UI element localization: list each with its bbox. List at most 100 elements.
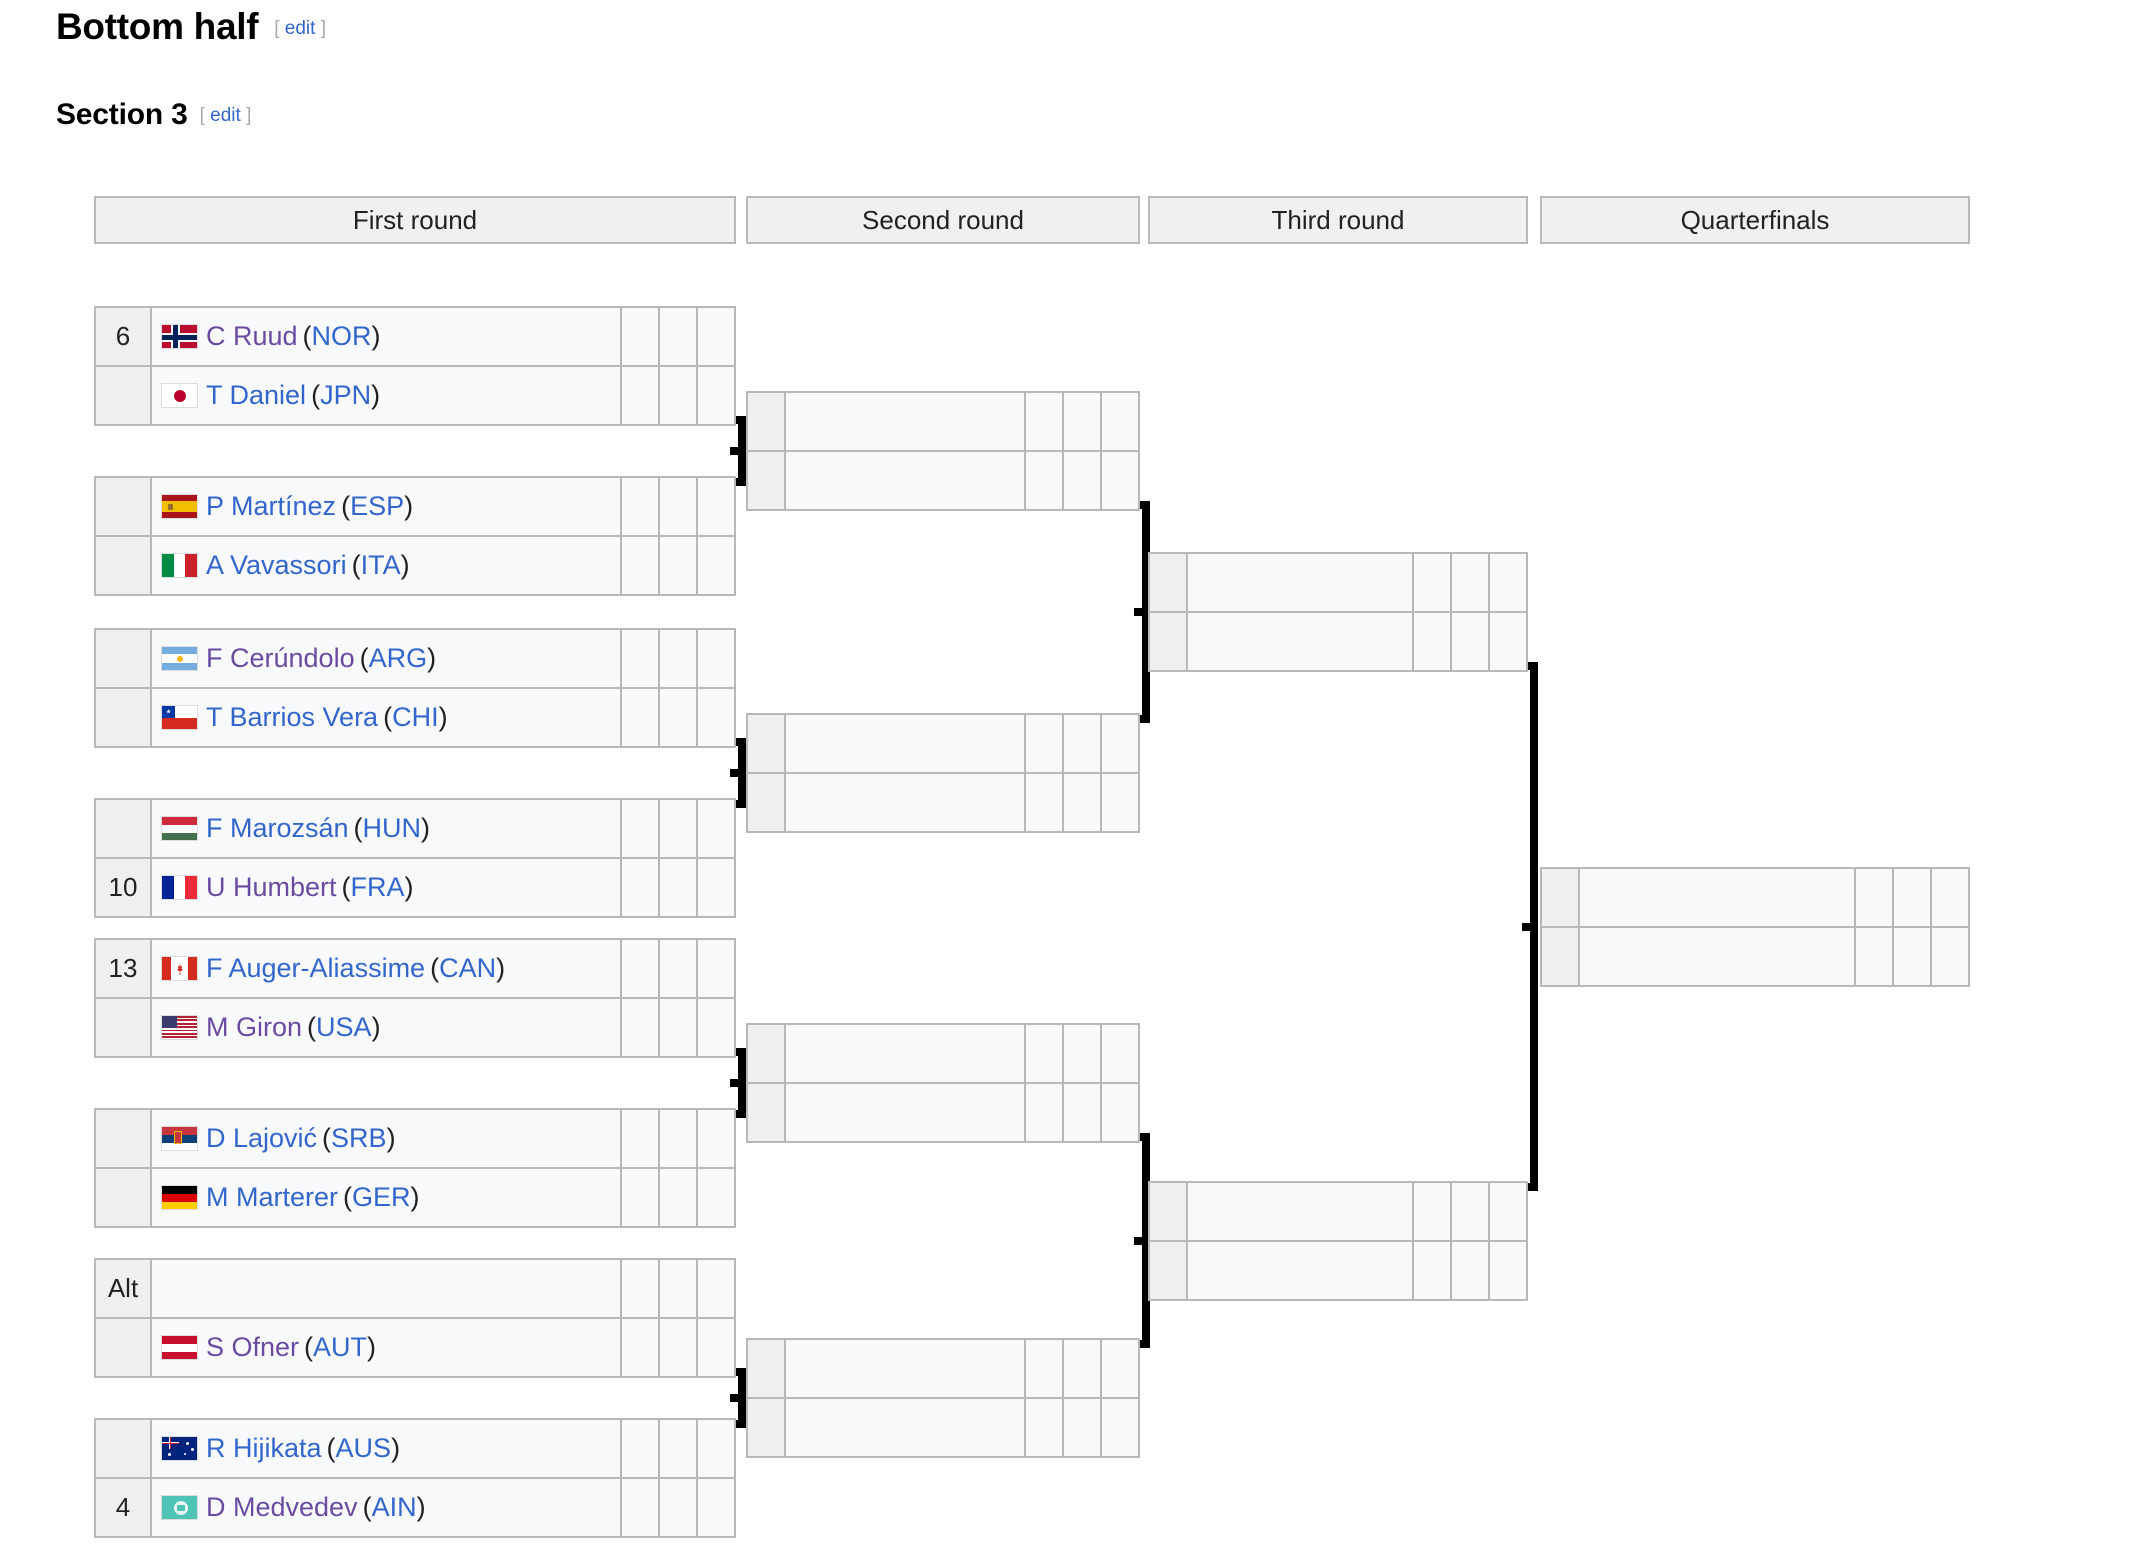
country-link[interactable]: ARG <box>368 643 428 673</box>
seed-cell <box>96 537 152 594</box>
score-cell-set-1 <box>620 689 658 746</box>
seed-cell: Alt <box>96 1260 152 1317</box>
country-link[interactable]: USA <box>316 1012 372 1042</box>
player-link[interactable]: F Auger-Aliassime <box>206 953 426 983</box>
round-header-label: First round <box>352 204 478 235</box>
country-link[interactable]: CAN <box>439 953 497 983</box>
player-name-cell <box>786 1084 1024 1141</box>
score-cell-set-3 <box>1100 1399 1138 1456</box>
player-name-cell: U Humbert(FRA) <box>152 859 620 916</box>
country-link[interactable]: GER <box>352 1182 411 1212</box>
player-name-cell <box>786 774 1024 831</box>
score-cell-set-2 <box>658 478 696 535</box>
seed-cell <box>748 1025 786 1082</box>
score-cell-set-3 <box>696 537 734 594</box>
player-link[interactable]: T Daniel <box>206 380 307 410</box>
score-cell-set-2 <box>658 1260 696 1317</box>
seed-cell <box>748 774 786 831</box>
country-link[interactable]: CHI <box>392 702 439 732</box>
player-link[interactable]: S Ofner <box>206 1332 300 1362</box>
player-name-cell: M Marterer(GER) <box>152 1169 620 1226</box>
player-link[interactable]: R Hijikata <box>206 1433 322 1463</box>
player-link[interactable]: T Barrios Vera <box>206 702 379 732</box>
player-link[interactable]: F Marozsán <box>206 813 349 843</box>
country-link[interactable]: AUS <box>335 1433 392 1463</box>
player-link[interactable]: P Martínez <box>206 491 337 521</box>
player-name-cell: F Auger-Aliassime(CAN) <box>152 940 620 997</box>
player-row: R Hijikata(AUS) <box>96 1420 734 1477</box>
score-cell-set-2 <box>658 800 696 857</box>
player-name-cell: S Ofner(AUT) <box>152 1319 620 1376</box>
player-link[interactable]: F Cerúndolo <box>206 643 355 673</box>
player-link[interactable]: U Humbert <box>206 872 337 902</box>
flag-icon-france <box>161 875 198 900</box>
score-cell-set-3 <box>1488 1183 1526 1240</box>
score-cell-set-1 <box>1854 869 1892 926</box>
match-first_round-6: D Lajović(SRB)M Marterer(GER) <box>94 1108 736 1228</box>
country-link[interactable]: AIN <box>371 1492 417 1522</box>
player-row: Alt <box>96 1260 734 1317</box>
country-link[interactable]: FRA <box>350 872 405 902</box>
player-link[interactable]: D Medvedev <box>206 1492 358 1522</box>
bottom-half-heading: Bottom half[ edit ] <box>56 6 326 48</box>
country-link[interactable]: ESP <box>350 491 405 521</box>
edit-section-bracket: [ edit ] <box>200 105 252 126</box>
round-header-2: Second round <box>746 196 1140 244</box>
player-name-cell: T Barrios Vera(CHI) <box>152 689 620 746</box>
score-cell-set-3 <box>1488 554 1526 611</box>
score-cell-set-3 <box>696 630 734 687</box>
player-link[interactable]: D Lajović <box>206 1123 318 1153</box>
flag-icon-australia <box>161 1436 198 1461</box>
match-second_round-1 <box>746 391 1140 511</box>
player-name-cell: D Medvedev(AIN) <box>152 1479 620 1536</box>
score-cell-set-3 <box>696 478 734 535</box>
country-link[interactable]: HUN <box>362 813 422 843</box>
score-cell-set-2 <box>1062 393 1100 450</box>
round-header-3: Third round <box>1148 196 1528 244</box>
country-link[interactable]: NOR <box>311 321 372 351</box>
country-link[interactable]: AUT <box>313 1332 368 1362</box>
country-code: (GER) <box>343 1182 420 1212</box>
edit-link-section-3[interactable]: edit <box>210 105 241 126</box>
player-row: M Marterer(GER) <box>96 1167 734 1226</box>
seed-cell <box>96 1319 152 1376</box>
score-cell-set-3 <box>696 1110 734 1167</box>
match-second_round-4 <box>746 1338 1140 1458</box>
player-link[interactable]: A Vavassori <box>206 550 347 580</box>
player-row <box>1150 1183 1526 1240</box>
score-cell-set-2 <box>1062 452 1100 509</box>
score-cell-set-3 <box>1100 1025 1138 1082</box>
country-link[interactable]: ITA <box>360 550 401 580</box>
score-cell-set-2 <box>1450 554 1488 611</box>
score-cell-set-2 <box>1892 869 1930 926</box>
player-link[interactable]: C Ruud <box>206 321 298 351</box>
seed-cell <box>1542 928 1580 985</box>
player-link[interactable]: M Marterer <box>206 1182 339 1212</box>
player-row: F Cerúndolo(ARG) <box>96 630 734 687</box>
player-row: T Daniel(JPN) <box>96 365 734 424</box>
country-link[interactable]: JPN <box>320 380 372 410</box>
round-header-1: First round <box>94 196 736 244</box>
score-cell-set-3 <box>696 1319 734 1376</box>
seed-cell: 10 <box>96 859 152 916</box>
edit-link-bottom-half[interactable]: edit <box>284 18 316 39</box>
connector-r2-r3-1-stub-bottom <box>1134 715 1150 723</box>
score-cell-set-1 <box>1412 1242 1450 1299</box>
seed-cell <box>1150 613 1188 670</box>
round-header-label: Third round <box>1271 204 1405 235</box>
player-link[interactable]: M Giron <box>206 1012 303 1042</box>
connector-r1-r2-2-stub-top <box>730 738 746 746</box>
player-row <box>1542 869 1968 926</box>
score-cell-set-2 <box>658 630 696 687</box>
seed-cell <box>1150 554 1188 611</box>
round-header-label: Second round <box>862 204 1024 235</box>
country-link[interactable]: SRB <box>331 1123 387 1153</box>
score-cell-set-2 <box>1062 715 1100 772</box>
connector-r2-r3-1-stub-mid <box>1134 608 1150 616</box>
player-row: D Lajović(SRB) <box>96 1110 734 1167</box>
score-cell-set-1 <box>1412 613 1450 670</box>
connector-r1-r2-4-stub-mid <box>730 1394 746 1402</box>
player-name-cell <box>1580 928 1854 985</box>
player-name-cell: R Hijikata(AUS) <box>152 1420 620 1477</box>
